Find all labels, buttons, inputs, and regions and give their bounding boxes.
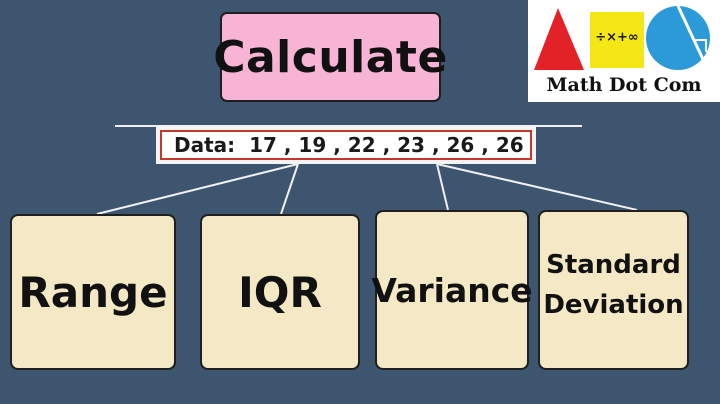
- data-values: Data: 17 , 19 , 22 , 23 , 26 , 26: [174, 133, 524, 157]
- variance-card: Variance: [371, 210, 533, 370]
- math-dot-com-logo: ÷×+∞ Math Dot Com: [528, 0, 720, 102]
- circle-icon: [646, 6, 710, 70]
- calculate-title: Calculate: [213, 31, 448, 83]
- iqr-label: IQR: [238, 267, 322, 317]
- standard-deviation-label: Standard Deviation: [543, 245, 683, 326]
- range-card: Range: [10, 214, 176, 370]
- calculate-box: Calculate: [213, 12, 447, 102]
- range-label: Range: [18, 267, 168, 317]
- angle-icon: [693, 39, 707, 52]
- data-box: Data: 17 , 19 , 22 , 23 , 26 , 26: [160, 130, 532, 160]
- math-symbols-icon: ÷×+∞: [595, 30, 639, 45]
- iqr-card: IQR: [200, 214, 360, 370]
- standard-deviation-line2: Deviation: [543, 290, 684, 320]
- connector-to-variance: [436, 163, 449, 211]
- connector-to-iqr: [280, 163, 299, 215]
- square-icon: [590, 12, 644, 68]
- variance-label: Variance: [371, 270, 533, 310]
- triangle-icon: [534, 8, 584, 70]
- logo-text: Math Dot Com: [546, 74, 702, 96]
- standard-deviation-line1: Standard: [546, 249, 681, 280]
- standard-deviation-card: Standard Deviation: [538, 210, 689, 370]
- compass-icon: [676, 5, 710, 71]
- connector-to-range: [96, 163, 299, 215]
- logo-shapes: [534, 5, 710, 71]
- connector-to-stddev: [436, 163, 638, 211]
